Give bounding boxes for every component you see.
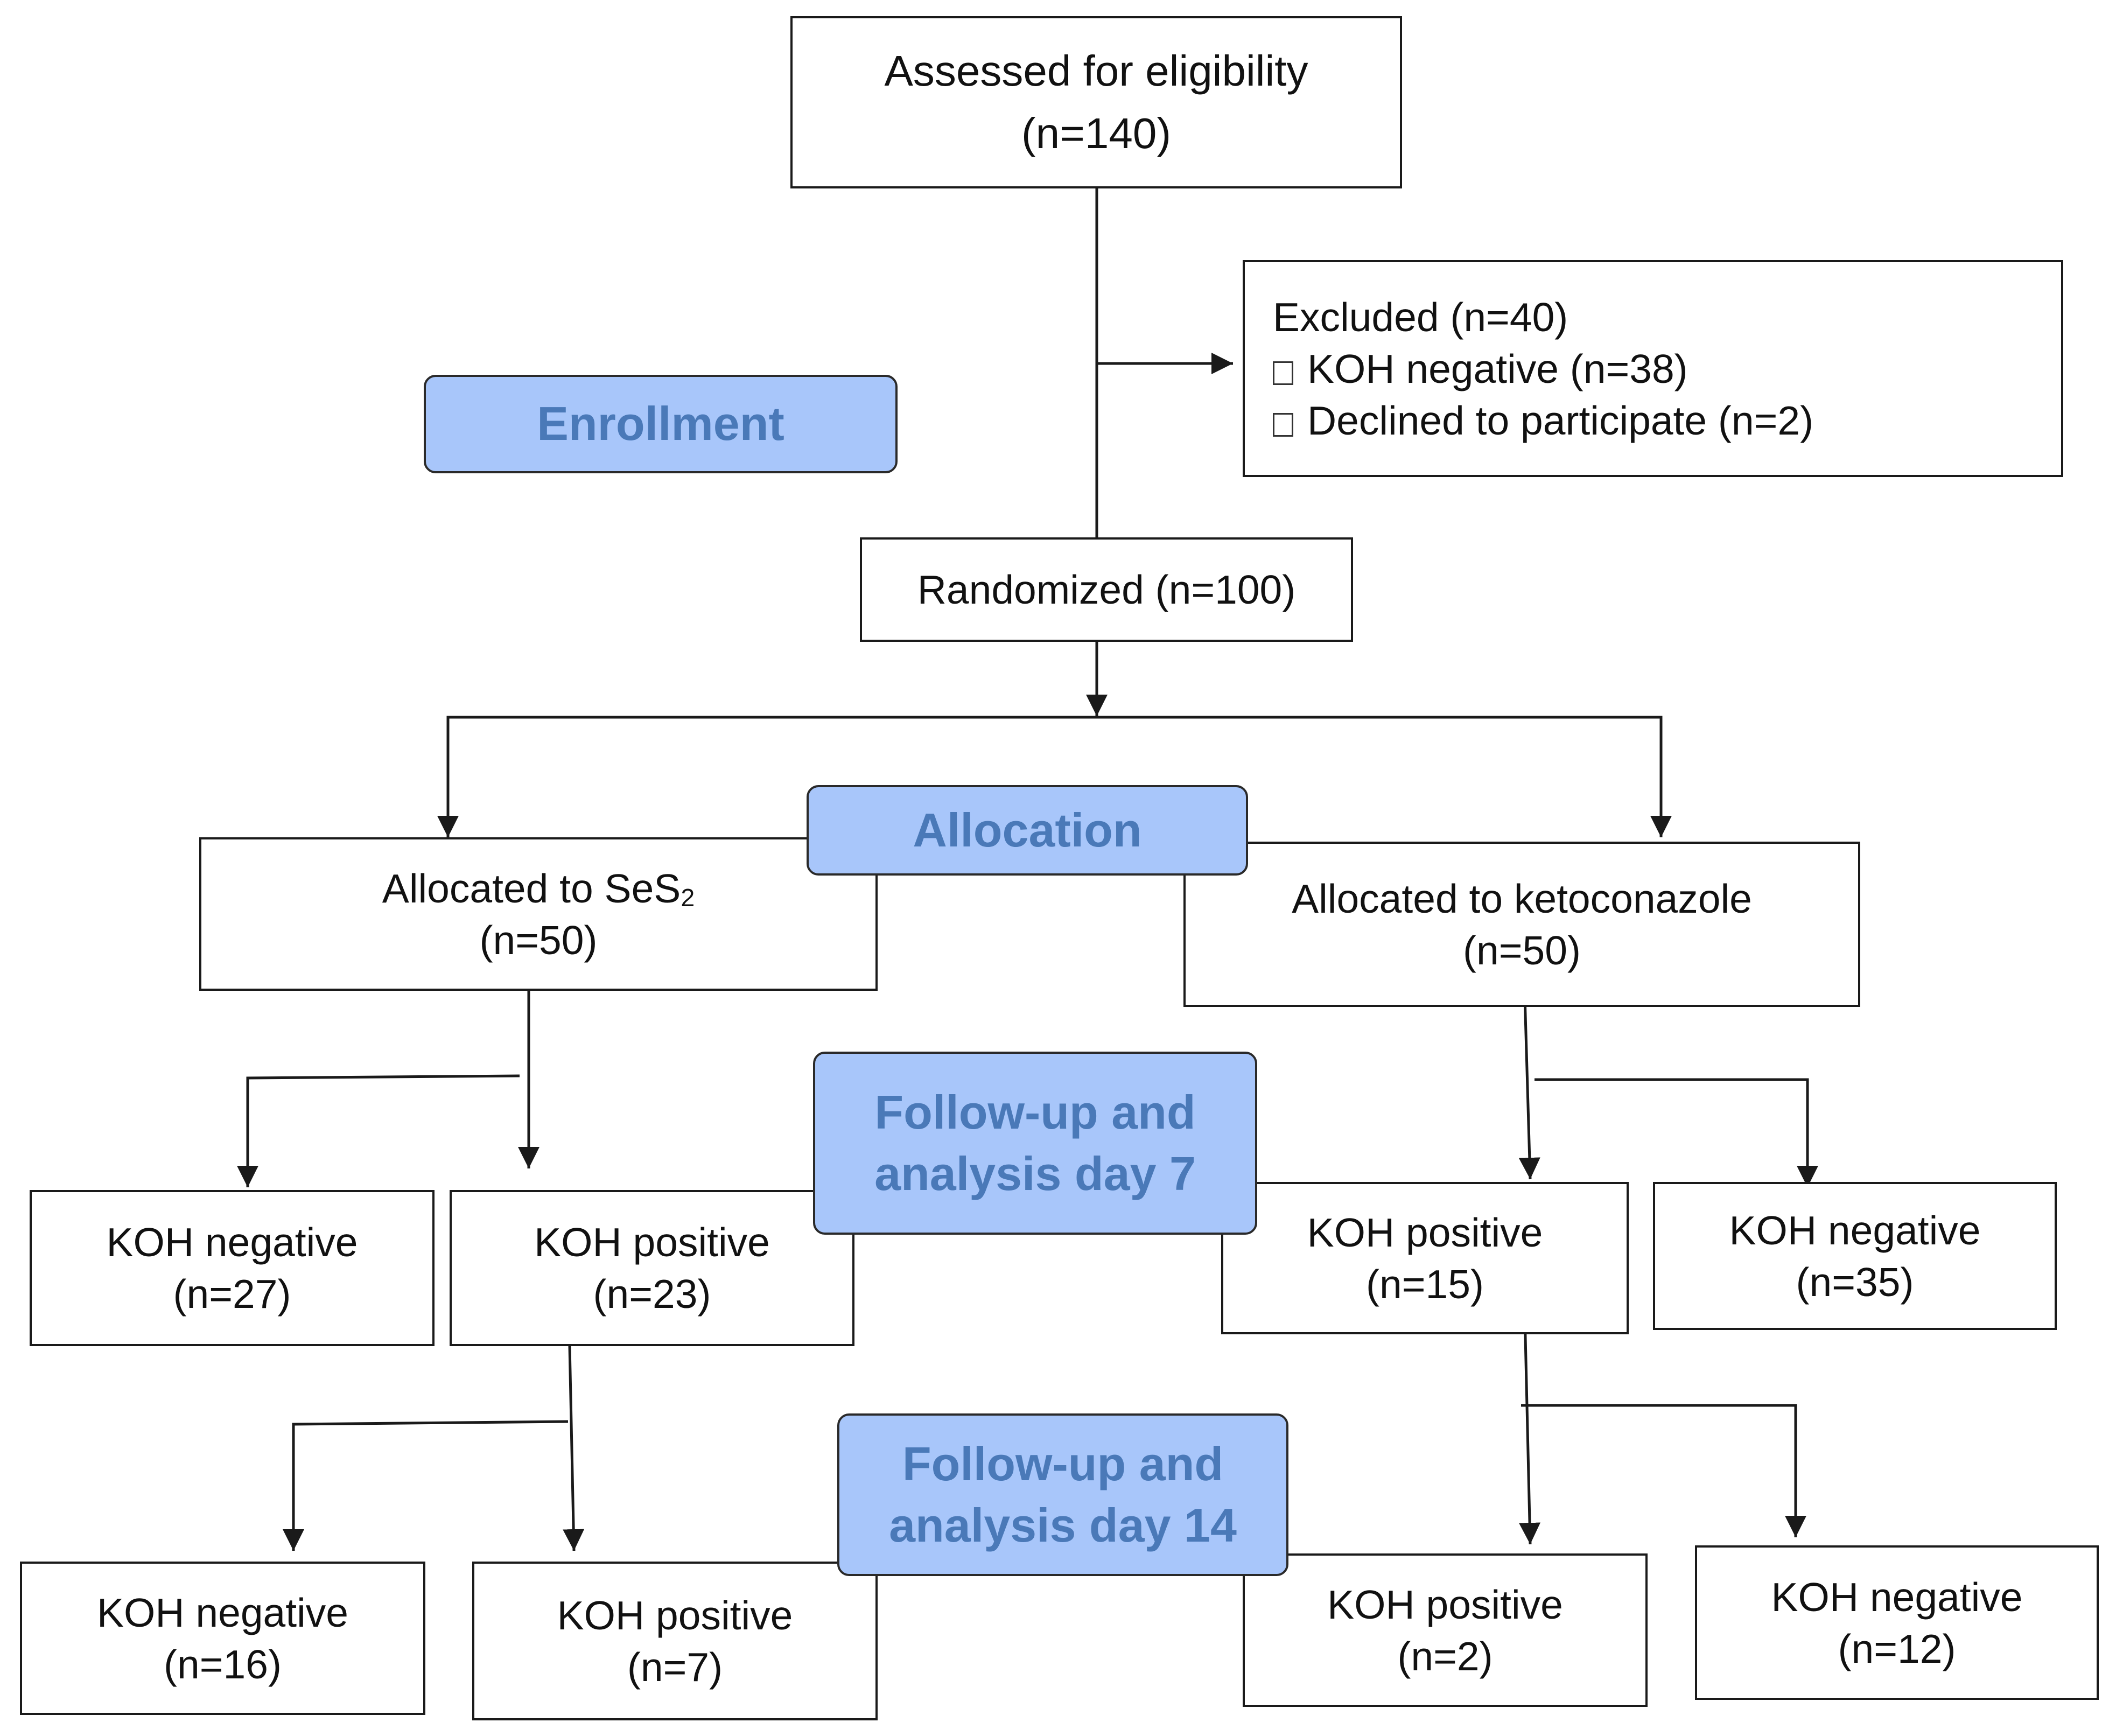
connector-keto-down (1518, 996, 1540, 1180)
square-bullet-icon (1273, 361, 1293, 385)
stage-enrollment: Enrollment (424, 375, 898, 473)
excluded-item: Declined to participate (n=2) (1273, 395, 1813, 446)
connector-keto-neg7 (1535, 1078, 1809, 1187)
excluded-box: Excluded (n=40) KOH negative (n=38) Decl… (1243, 260, 2063, 477)
excluded-title: Excluded (n=40) (1273, 294, 1568, 340)
randomized-label: Randomized (n=100) (917, 567, 1296, 612)
assessed-count: (n=140) (1021, 109, 1171, 157)
arm-ses2-count: (n=50) (479, 917, 598, 963)
day14-ses2-positive-box: KOH positive (n=7) (472, 1562, 878, 1720)
assessed-title: Assessed for eligibility (884, 47, 1308, 95)
day14-keto-positive-box: KOH positive (n=2) (1243, 1553, 1648, 1707)
arm-keto-count: (n=50) (1463, 927, 1581, 973)
connector-ses2-neg7 (246, 1074, 520, 1187)
day7-ses2-negative-box: KOH negative (n=27) (30, 1190, 435, 1346)
connector-keto-neg14 (1521, 1404, 1797, 1537)
arm-keto-title: Allocated to ketoconazole (1292, 876, 1752, 921)
stage-followup-day14: Follow-up and analysis day 14 (837, 1413, 1288, 1576)
assessed-box: Assessed for eligibility (n=140) (790, 16, 1402, 188)
arm-ses2-box: Allocated to SeS2 (n=50) (199, 837, 878, 991)
stage-allocation: Allocation (807, 785, 1248, 876)
stage-followup-day7: Follow-up and analysis day 7 (813, 1052, 1257, 1235)
arm-keto-box: Allocated to ketoconazole (n=50) (1183, 842, 1860, 1007)
connector-split-bar (446, 716, 1663, 837)
square-bullet-icon (1273, 412, 1293, 437)
day14-keto-negative-box: KOH negative (n=12) (1695, 1545, 2099, 1700)
day7-keto-negative-box: KOH negative (n=35) (1653, 1182, 2057, 1330)
day7-ses2-positive-box: KOH positive (n=23) (450, 1190, 854, 1346)
arm-ses2-title: Allocated to SeS2 (382, 865, 695, 912)
excluded-item: KOH negative (n=38) (1273, 343, 1688, 395)
connector-ses2pos-down (563, 1346, 585, 1551)
randomized-box: Randomized (n=100) (860, 537, 1353, 642)
day7-keto-positive-box: KOH positive (n=15) (1221, 1182, 1629, 1334)
connector-ses2-neg14 (292, 1420, 569, 1551)
day14-ses2-negative-box: KOH negative (n=16) (20, 1562, 425, 1715)
connector-ketopos-down (1519, 1313, 1541, 1545)
